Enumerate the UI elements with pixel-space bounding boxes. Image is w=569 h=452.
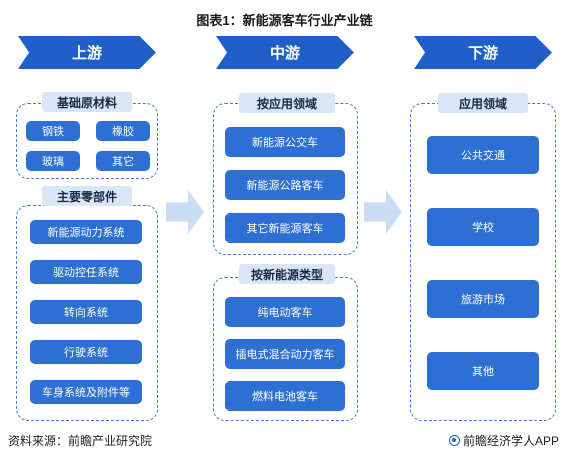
material-box: 其它 [96,151,150,171]
material-box: 玻璃 [26,151,80,171]
downstream-box: 学校 [427,208,539,246]
by-application-label: 按应用领域 [239,93,335,113]
component-box: 新能源动力系统 [30,220,142,244]
component-box: 驱动控任系统 [30,260,142,284]
downstream-box: 公共交通 [427,136,539,174]
component-box: 行驶系统 [30,340,142,364]
component-box: 转向系统 [30,300,142,324]
by-energy-type-label: 按新能源类型 [239,264,335,284]
downstream-box: 旅游市场 [427,280,539,318]
energy-type-box: 燃料电池客车 [225,381,345,411]
brand-credit: 前瞻经济学人APP [448,432,559,449]
energy-type-box: 纯电动客车 [225,297,345,327]
stage-downstream: 下游 [414,36,552,69]
page-title: 图表1：新能源客车行业产业链 [196,13,373,28]
downstream-application-label: 应用领域 [438,93,528,113]
flow-arrow-icon [166,190,204,234]
energy-type-box: 插电式混合动力客车 [225,339,345,369]
application-box: 其它新能源客车 [225,213,345,243]
brand-logo-icon [448,435,460,446]
brand-name: 前瞻经济学人APP [462,434,559,448]
downstream-box: 其他 [427,352,539,390]
raw-materials-label: 基础原材料 [42,92,132,112]
source-note: 资料来源：前瞻产业研究院 [8,434,153,448]
stage-midstream: 中游 [216,36,354,69]
material-box: 钢铁 [26,121,80,141]
components-label: 主要零部件 [42,186,132,206]
flow-arrow-icon [364,190,402,234]
application-box: 新能源公交车 [225,127,345,157]
material-box: 橡胶 [96,121,150,141]
stage-upstream: 上游 [18,36,156,69]
application-box: 新能源公路客车 [225,170,345,200]
component-box: 车身系统及附件等 [30,380,142,404]
